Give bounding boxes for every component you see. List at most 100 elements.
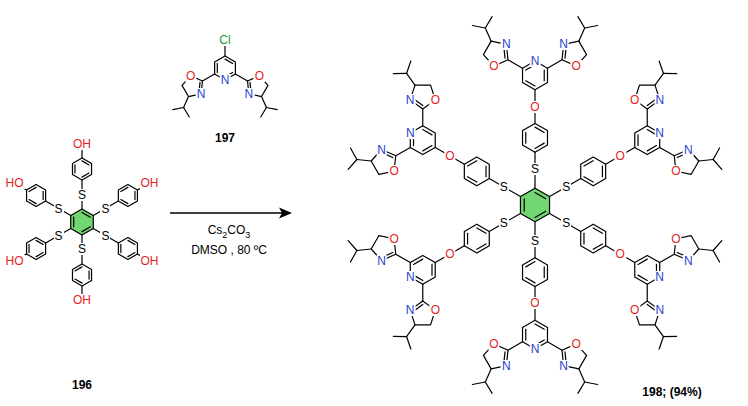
isopropyl-bond [485,369,491,382]
isopropyl-bond [713,241,722,251]
double-bond [73,217,74,227]
double-bond [82,173,89,177]
isopropyl-bond [585,382,598,385]
double-bond [82,161,89,165]
isopropyl-bond [713,160,722,170]
double-bond [647,146,656,151]
reaction-arrow [170,212,282,213]
benzene-ring [581,157,606,186]
benzene-ring [72,264,91,286]
atom-label: O [254,70,265,82]
atom-label: OH [72,138,92,150]
isopropyl-bond [655,73,663,85]
atom-label: S [100,230,110,242]
double-bond [128,253,135,257]
atom-label: N [683,255,694,267]
benzene-ring [464,157,489,186]
double-bond [128,240,135,244]
isopropyl-bond [350,250,356,262]
atom-label: S [100,203,110,215]
double-bond [414,259,423,264]
atom-label: S [77,243,87,255]
double-bond [524,199,525,211]
isopropyl-bond [472,382,485,385]
bond-layer [14,17,721,394]
double-bond [535,211,546,217]
atom-label: S [499,217,509,229]
atom-label: N [405,271,416,283]
isopropyl-bond [393,336,406,337]
isopropyl-bond [184,97,189,108]
double-bond [467,233,468,244]
double-bond [36,253,43,257]
double-bond [423,146,432,151]
bond [647,109,648,126]
bond [422,284,423,301]
atom-label: N [405,94,416,106]
double-bond [121,200,128,204]
isopropyl-bond [485,28,491,41]
atom-label: O [529,101,540,113]
double-bond [526,81,535,86]
atom-label: N [501,360,512,372]
double-bond [36,240,43,244]
double-bond [583,233,584,244]
central-benzene [520,188,549,222]
double-bond [88,271,89,279]
central-benzene [71,209,94,235]
double-bond [602,166,603,177]
compound-number: 196 [71,379,93,391]
double-bond [468,161,477,166]
atom-label: OH [140,177,160,189]
atom-label: S [530,235,540,247]
double-bond [525,132,526,143]
bond [660,254,675,262]
isopropyl-bond [578,382,585,393]
isopropyl-bond [407,337,411,349]
atom-label: N [530,55,541,67]
atom-label: N [501,38,512,50]
atom-label: N [683,144,694,156]
isopropyl-bond [713,250,719,262]
double-bond [535,193,546,199]
atom-label: N [405,127,416,139]
isopropyl-bond [393,73,406,74]
double-bond [584,177,593,182]
atom-label: O [615,150,626,162]
isopropyl-bond [407,325,415,337]
isopropyl-bond [262,97,267,108]
arrow-head [279,208,292,219]
atom-label: S [561,181,571,193]
atom-label: Cl [218,34,231,46]
conditions: DMSO , 80 ºC [190,244,268,256]
isopropyl-bond [357,249,371,251]
atom-label: N [244,88,255,100]
double-bond [544,267,545,278]
atom-label: S [561,217,571,229]
atom-label: O [444,150,455,162]
atom-label: S [530,163,540,175]
compound-number: 197 [214,132,236,144]
atom-label: HO [5,177,25,189]
compound-number: 198; (94%) [641,386,702,398]
isopropyl-bond [663,336,676,337]
isopropyl-bond [472,25,485,28]
atom-label: N [558,38,569,50]
isopropyl-bond [407,73,415,85]
isopropyl-bond [266,108,277,110]
isopropyl-bond [579,369,585,382]
double-bond [477,244,486,249]
benzene-ring [523,123,548,152]
isopropyl-bond [659,61,663,73]
bond [396,254,411,262]
double-bond [468,177,477,182]
double-bond [544,70,545,81]
isopropyl-bond [578,17,585,28]
bond [235,74,247,81]
reagent: Cs2CO3 [207,224,252,239]
double-bond [638,259,647,264]
benzene-ring [27,185,46,207]
subscript: 2 [222,230,227,240]
atom-label: OH [72,294,92,306]
